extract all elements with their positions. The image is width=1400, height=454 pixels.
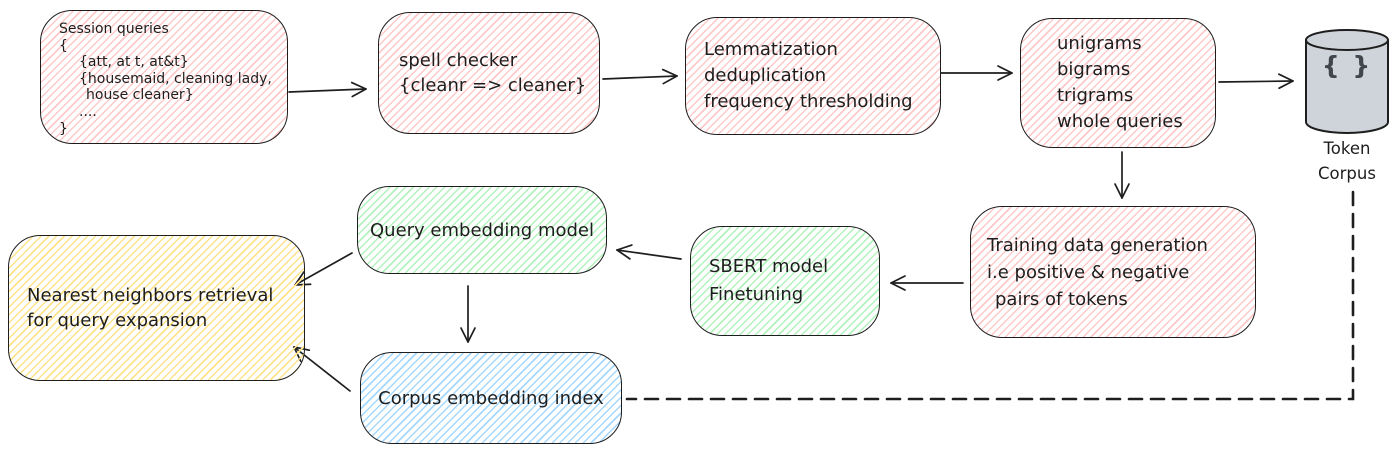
text-line: Training data generation (987, 234, 1208, 256)
text-line: Corpus embedding index (378, 387, 604, 409)
node-session-queries: Session queries { {att, at t, at&t} {hou… (40, 10, 288, 144)
text-line: } (59, 120, 68, 137)
text-line: {housemaid, cleaning lady, (79, 70, 272, 87)
node-lemmatization: Lemmatization deduplication frequency th… (685, 17, 941, 135)
text-line: deduplication (704, 65, 827, 86)
node-training-data: Training data generation i.e positive & … (970, 206, 1256, 338)
node-query-embedding-model: Query embedding model (357, 186, 607, 274)
token-corpus-label: Token (1323, 139, 1371, 158)
token-corpus-label: Corpus (1318, 164, 1376, 183)
text-line: Session queries (59, 21, 169, 37)
corpus-braces-symbol: { } (1321, 51, 1373, 80)
text-line: i.e positive & negative (987, 261, 1190, 283)
text-line: trigrams (1057, 85, 1134, 106)
text-line: Finetuning (709, 284, 804, 305)
text-line: {att, at t, at&t} (79, 54, 189, 71)
text-line: whole queries (1057, 111, 1183, 132)
text-line: bigrams (1057, 59, 1131, 80)
arrow-spell-to-lemma (602, 68, 678, 85)
text-line: unigrams (1057, 33, 1142, 54)
arrow-ngrams-to-corpus (1218, 73, 1294, 90)
text-line: spell checker (399, 50, 518, 71)
node-sbert-finetuning: SBERT model Finetuning (690, 226, 880, 336)
text-line: SBERT model (709, 256, 829, 277)
arrow-sbert-to-query-model (616, 244, 682, 260)
arrow-session-to-spell (288, 81, 367, 98)
text-line: pairs of tokens (995, 288, 1128, 310)
text-line: { (59, 37, 68, 54)
text-line: Query embedding model (370, 219, 594, 241)
text-line: Nearest neighbors retrieval (27, 285, 274, 306)
text-line: .... (79, 103, 97, 120)
text-line: {cleanr => cleaner} (399, 75, 587, 96)
node-nearest-neighbors: Nearest neighbors retrieval for query ex… (8, 235, 305, 381)
node-ngrams: unigrams bigrams trigrams whole queries (1020, 18, 1216, 148)
node-spell-checker: spell checker {cleanr => cleaner} (378, 12, 600, 134)
node-token-corpus: { } (1303, 27, 1391, 137)
text-line: frequency thresholding (704, 91, 913, 112)
database-cylinder-icon (1305, 29, 1389, 134)
node-corpus-embedding-index: Corpus embedding index (360, 352, 622, 444)
text-line: Lemmatization (704, 39, 838, 60)
text-line: house cleaner} (86, 87, 194, 104)
text-line: for query expansion (27, 310, 208, 331)
